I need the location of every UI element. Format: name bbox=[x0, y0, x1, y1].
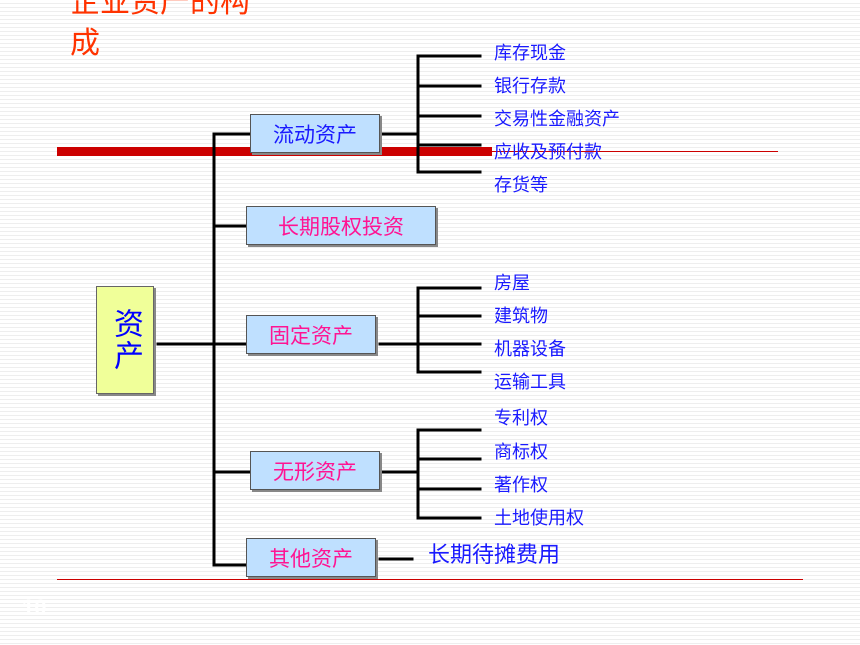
footer-divider-line bbox=[57, 579, 803, 580]
leaf-housing: 房屋 bbox=[494, 273, 530, 294]
branch-long-term-equity-investment: 长期股权投资 bbox=[246, 206, 436, 245]
branch-current-assets: 流动资产 bbox=[250, 114, 380, 153]
leaf-bank-deposits: 银行存款 bbox=[494, 76, 566, 97]
leaf-inventory: 存货等 bbox=[494, 175, 548, 196]
branch-fixed-assets: 固定资产 bbox=[246, 315, 376, 354]
branch-other-assets: 其他资产 bbox=[246, 538, 376, 577]
page-number: 10 bbox=[22, 595, 47, 620]
leaf-trademark-rights: 商标权 bbox=[494, 442, 548, 463]
leaf-cash-on-hand: 库存现金 bbox=[494, 43, 566, 64]
leaf-trading-financial-assets: 交易性金融资产 bbox=[494, 109, 620, 130]
leaf-buildings: 建筑物 bbox=[494, 306, 548, 327]
slide-title-line-2: 成 bbox=[70, 26, 100, 61]
root-node-assets: 资产 bbox=[96, 286, 154, 394]
leaf-land-use-rights: 土地使用权 bbox=[494, 508, 584, 529]
leaf-long-term-prepaid-expenses: 长期待摊费用 bbox=[428, 543, 561, 568]
leaf-receivables-prepayments: 应收及预付款 bbox=[494, 142, 602, 163]
leaf-transport-vehicles: 运输工具 bbox=[494, 372, 566, 393]
leaf-copyrights: 著作权 bbox=[494, 475, 548, 496]
title-divider-thin-line bbox=[492, 151, 778, 152]
branch-intangible-assets: 无形资产 bbox=[250, 451, 380, 490]
leaf-patent-rights: 专利权 bbox=[494, 408, 548, 429]
slide-title-line-1: 企业资产的构 bbox=[70, 0, 250, 20]
leaf-machinery-equipment: 机器设备 bbox=[494, 339, 566, 360]
